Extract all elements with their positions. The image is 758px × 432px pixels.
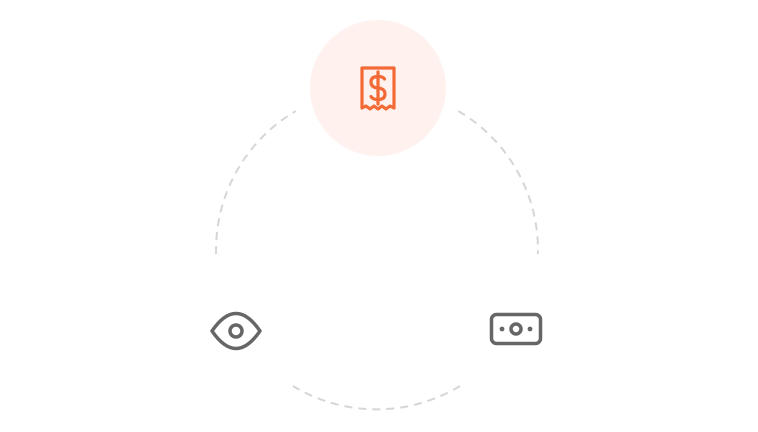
receipt-dollar-icon: [360, 66, 396, 111]
connector-arc-money-to-view: [292, 385, 461, 411]
node-money[interactable]: [489, 312, 543, 346]
connector-arc-view-to-receipt: [215, 110, 297, 255]
connector-arc-receipt-to-money: [457, 110, 539, 255]
banknote-dot-left: [499, 326, 505, 332]
banknote-icon: [489, 312, 543, 346]
node-view[interactable]: [210, 311, 262, 351]
banknote-dot-right: [527, 326, 533, 332]
node-receipt[interactable]: [310, 20, 446, 156]
eye-icon: [210, 311, 262, 351]
